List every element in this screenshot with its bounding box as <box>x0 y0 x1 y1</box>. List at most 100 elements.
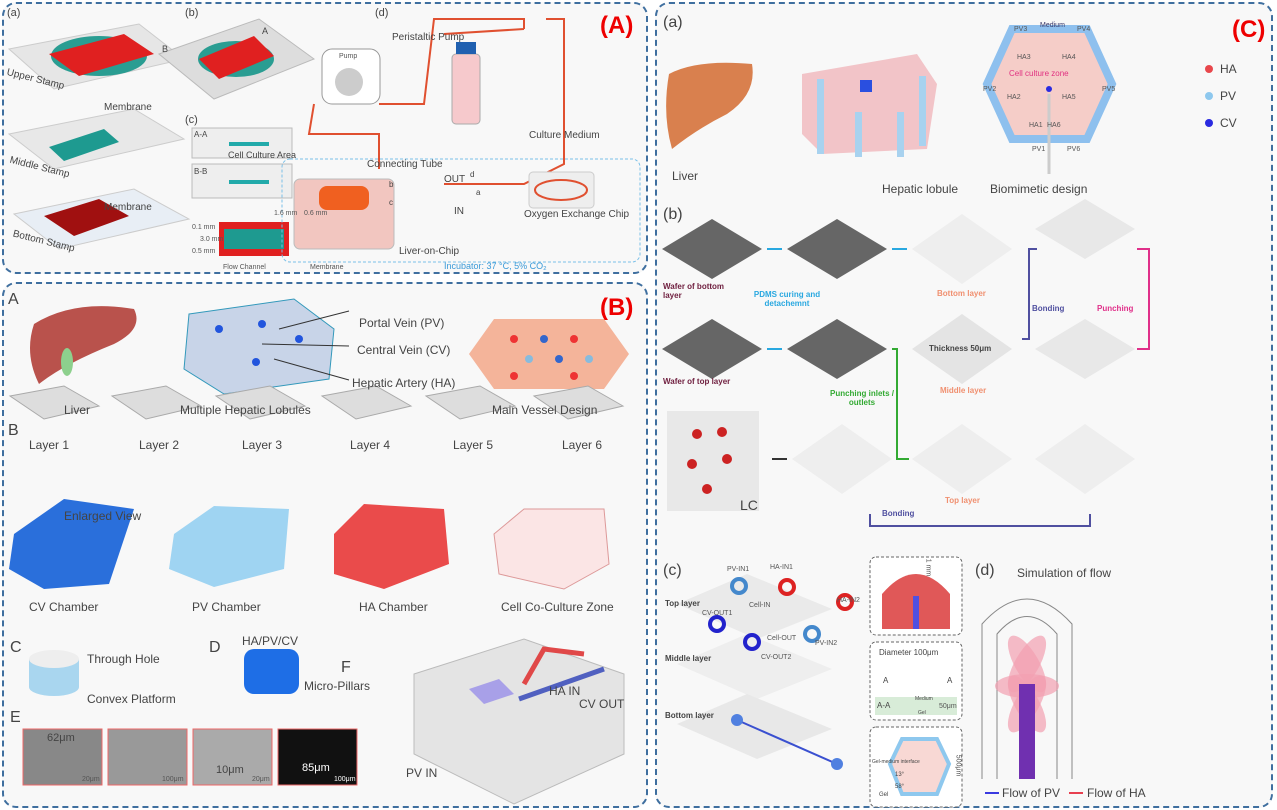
liver-illustration-c <box>666 62 753 149</box>
micro-pillars-label: Micro-Pillars <box>304 679 370 693</box>
section-aa-label: A-A <box>194 130 208 139</box>
3d-device-illustration <box>413 638 625 805</box>
cross-sections <box>191 127 293 256</box>
layer-6-label: Layer 6 <box>562 438 603 452</box>
sem-scale: 100μm <box>162 776 184 783</box>
subpanel-B-label: B <box>8 422 19 439</box>
ha-chamber-label: HA Chamber <box>359 600 428 614</box>
cv-out-label: CV OUT <box>579 697 625 711</box>
membrane-label: Membrane <box>104 102 152 113</box>
liver-illustration <box>30 306 137 384</box>
assembled-chip-illustration <box>157 18 316 100</box>
out-port-label: OUT <box>444 174 466 185</box>
panel-a: (a) (b) (c) (d) (A) Upper Stamp Membrane… <box>2 2 648 274</box>
subpanel-a-label: (a) <box>663 14 683 31</box>
middle-layer-label: Middle layer <box>940 386 987 395</box>
liver-label: Liver <box>64 403 91 417</box>
section-a-right: A <box>947 676 953 685</box>
subpanel-a-label: (a) <box>7 7 21 19</box>
layer-3-label: Layer 3 <box>242 438 283 452</box>
sem-scale: 100μm <box>334 776 356 783</box>
port-label: HA-IN1 <box>770 564 793 571</box>
cv-chamber-label: CV Chamber <box>29 600 99 614</box>
subpanel-A-label: A <box>8 291 19 308</box>
fabrication-flow <box>662 199 1150 527</box>
ha-port: HA3 <box>1017 54 1031 61</box>
width-label: 1 mm <box>924 558 932 577</box>
port-b-label: b <box>389 180 394 189</box>
panel-b-illustrations <box>8 298 629 805</box>
medium-label: Medium <box>1040 22 1065 29</box>
section-mark-a: A <box>262 26 269 36</box>
width-label: 500μm <box>954 754 962 777</box>
panel-c: (a) (C) Liver Hepatic lobule Biomimetic … <box>655 2 1273 808</box>
pv-port: PV5 <box>1102 86 1116 93</box>
panel-c-tag: (C) <box>1232 16 1266 43</box>
gel-label: Gel <box>918 710 926 716</box>
ha-port: HA4 <box>1062 54 1076 61</box>
liver-on-chip-label: Liver-on-Chip <box>399 246 460 257</box>
detail-boxes <box>869 556 963 808</box>
culture-medium-label: Culture Medium <box>529 130 600 141</box>
subpanel-c-label: (c) <box>663 562 682 579</box>
central-vein-label: Central Vein (CV) <box>357 343 451 357</box>
medium-label: Medium <box>915 696 933 702</box>
pillars-title: HA/PV/CV <box>242 634 299 648</box>
bottom-layer-label: Bottom layer <box>937 289 986 298</box>
port-label: Cell-IN <box>749 602 771 609</box>
sem-scale: 20μm <box>252 776 270 783</box>
port-label: PV-IN2 <box>815 640 838 647</box>
upper-stamp-illustration <box>7 23 186 90</box>
vessel-design-label: Main Vessel Design <box>492 403 598 417</box>
perfusion-circuit <box>281 18 641 263</box>
lobules-label: Multiple Hepatic Lobules <box>180 403 311 417</box>
panel-b-tag: (B) <box>600 294 634 321</box>
lobules-illustration <box>183 298 335 395</box>
bonding-label: Bonding <box>1032 304 1065 313</box>
angle-label: 58° <box>895 784 905 790</box>
panel-a-tag: (A) <box>600 12 634 39</box>
chamber-illustrations <box>9 499 610 590</box>
membrane-label: Membrane <box>310 264 344 271</box>
top-layer-label: Top layer <box>945 496 980 505</box>
top-layer-label: Top layer <box>665 599 700 608</box>
thickness-label: Thickness 50μm <box>929 344 992 353</box>
sem-measure: 10μm <box>216 764 244 776</box>
section-bb-label: B-B <box>194 167 208 176</box>
panel-b: A (B) Portal Vein (PV) Central Vein (CV)… <box>2 282 648 808</box>
bonding-label: Bonding <box>882 509 915 518</box>
legend-flow-ha: Flow of HA <box>1087 786 1146 800</box>
pv-chamber-label: PV Chamber <box>192 600 261 614</box>
simulation-title: Simulation of flow <box>1017 566 1112 580</box>
cell-culture-zone-label: Cell culture zone <box>1009 69 1069 78</box>
section-mark-b: B <box>162 44 169 54</box>
layer-4-label: Layer 4 <box>350 438 391 452</box>
lc-label: LC <box>740 497 758 513</box>
dim-label: 3.0 mm <box>200 236 224 243</box>
sem-scale: 20μm <box>82 776 100 783</box>
pv-port: PV6 <box>1067 146 1081 153</box>
pv-port: PV4 <box>1077 26 1091 33</box>
pv-port: PV3 <box>1014 26 1028 33</box>
incubator-label: Incubator: 37 °C, 5% CO₂ <box>444 261 547 271</box>
legend-cv: CV <box>1220 116 1237 130</box>
subpanel-c-label: (c) <box>185 114 198 126</box>
port-a-label: a <box>476 188 481 197</box>
subpanel-F-label: F <box>341 659 351 676</box>
pump-display: Pump <box>339 53 358 60</box>
legend-flow-pv: Flow of PV <box>1002 786 1061 800</box>
biomimetic-design-illustration <box>982 25 1117 174</box>
subpanel-b-label: (b) <box>663 206 683 223</box>
wafer-top-label: Wafer of top layer <box>663 377 731 386</box>
liver-label: Liver <box>672 169 699 183</box>
gel-label: Gel <box>879 792 889 798</box>
ha-port: HA6 <box>1047 122 1061 129</box>
ha-port: HA1 <box>1029 122 1043 129</box>
port-label: Cell-OUT <box>767 635 797 642</box>
port-label: HA-IN2 <box>837 597 860 604</box>
port-label: CV-OUT2 <box>761 654 792 661</box>
height-label: 50μm <box>939 703 957 710</box>
panel-c-illustrations <box>662 25 1213 808</box>
hepatic-lobule-illustration <box>802 54 937 157</box>
peristaltic-pump-label: Peristaltic Pump <box>392 32 465 43</box>
